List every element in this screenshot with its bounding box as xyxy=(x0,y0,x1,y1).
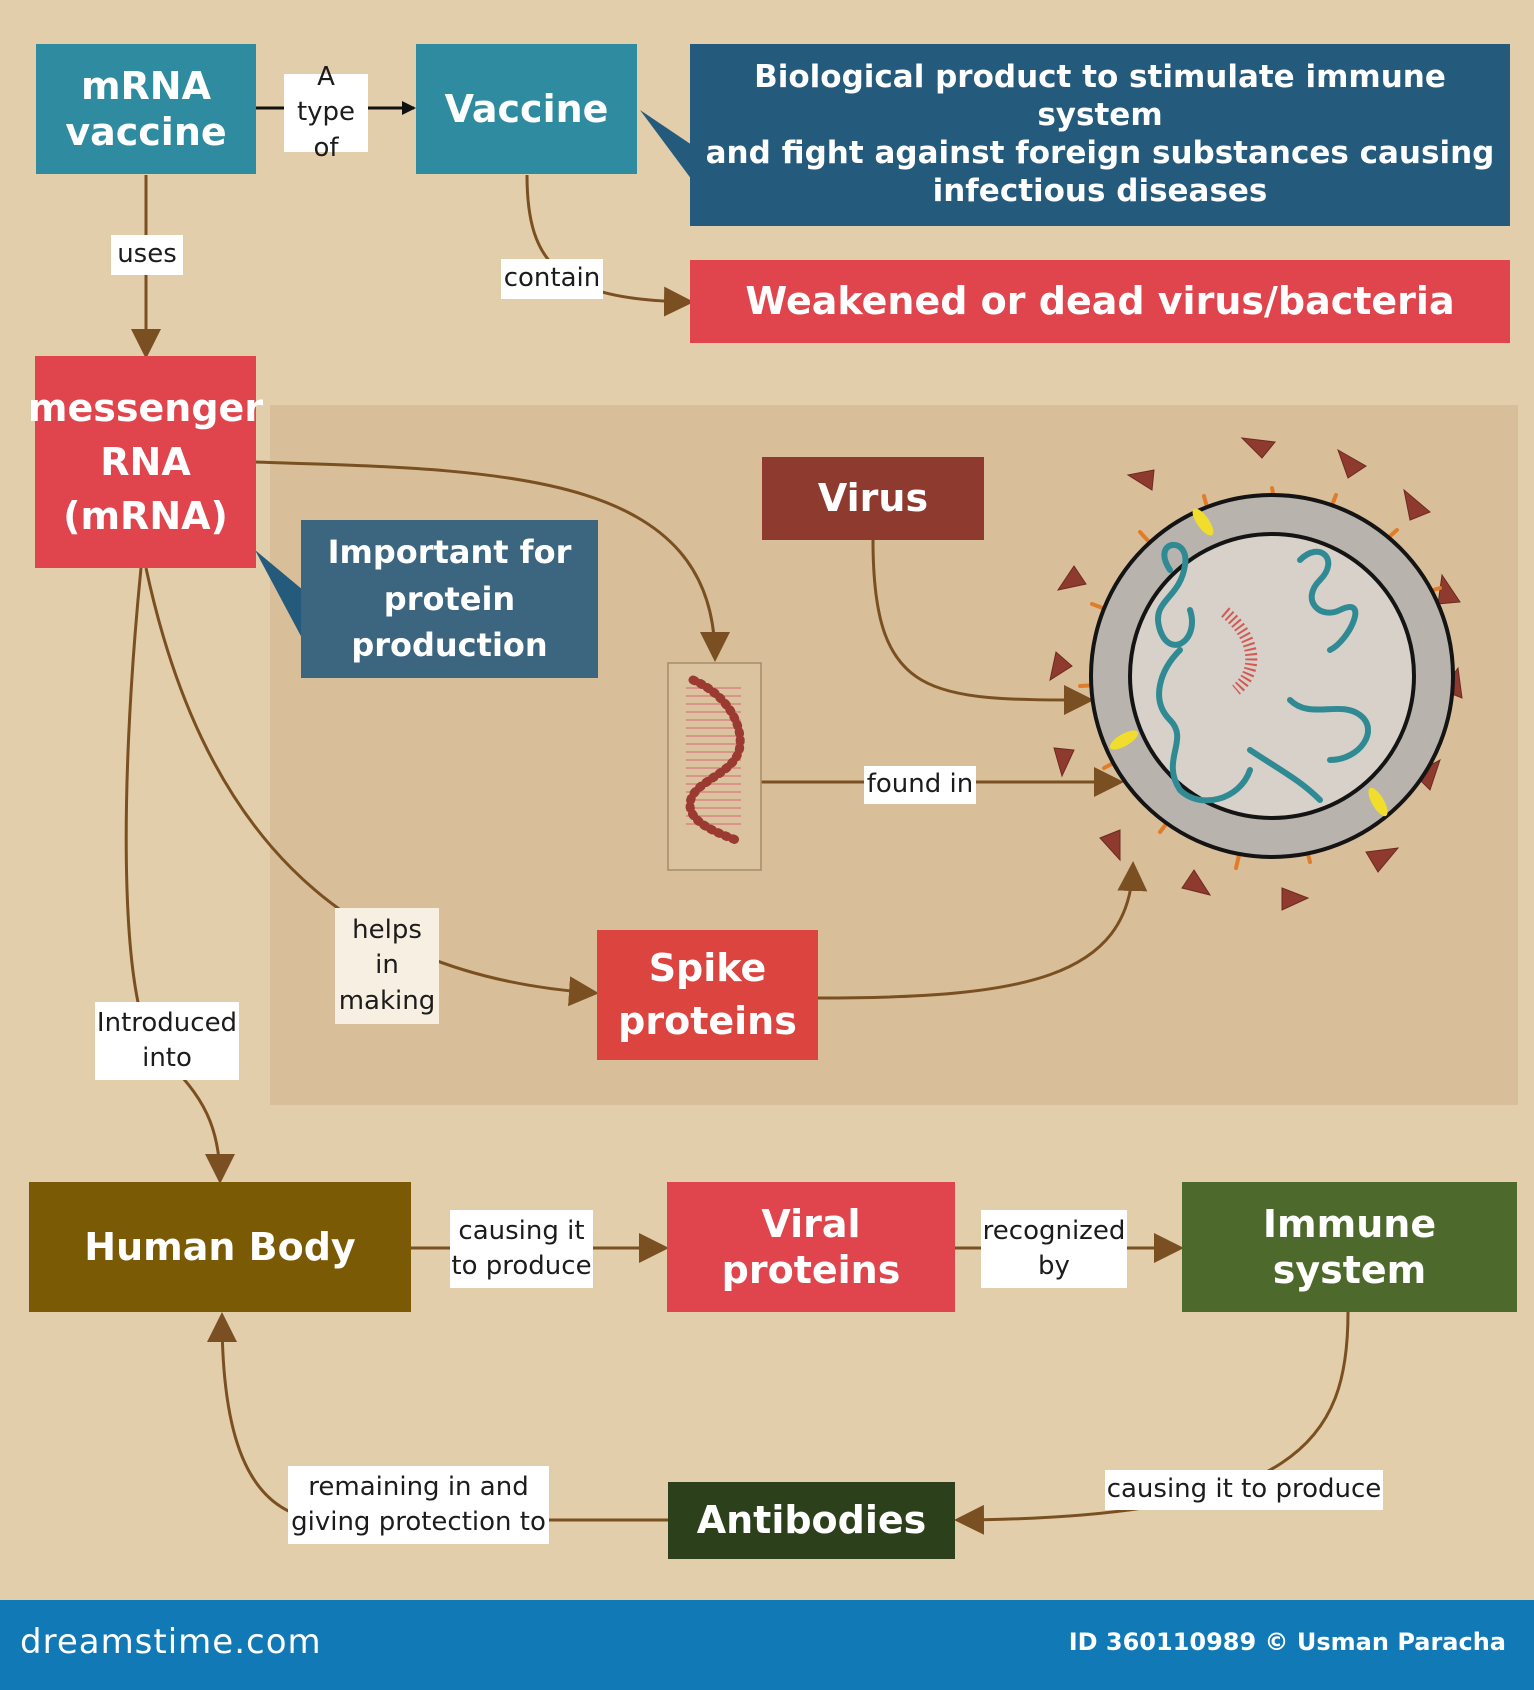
edge-label-uses: uses xyxy=(111,235,183,275)
footer-bar: dreamstime.com ID 360110989 © Usman Para… xyxy=(0,1600,1534,1690)
human-body-node: Human Body xyxy=(29,1182,411,1312)
antibodies-node: Antibodies xyxy=(668,1482,955,1559)
edge-label-giving-protection: remaining in and giving protection to xyxy=(288,1466,549,1544)
edge-label-causing-to-produce-1: causing it to produce xyxy=(450,1210,593,1288)
mrna-vaccine-node: mRNA vaccine xyxy=(36,44,256,174)
edge-label-helps-in-making: helps in making xyxy=(335,908,439,1024)
protein-production-callout: Important for protein production xyxy=(301,520,598,678)
immune-system-node: Immune system xyxy=(1182,1182,1517,1312)
footer-logo[interactable]: dreamstime.com xyxy=(20,1622,322,1662)
mrna-strand-icon xyxy=(667,662,762,871)
footer-credit: ID 360110989 © Usman Paracha xyxy=(1068,1628,1506,1656)
vaccine-node: Vaccine xyxy=(416,44,637,174)
edge-label-recognized-by: recognized by xyxy=(981,1210,1127,1288)
edge-label-introduced-into: Introduced into xyxy=(95,1002,239,1080)
edge-label-a-type-of: A type of xyxy=(284,62,368,163)
edge-spike-to-particle xyxy=(817,861,1148,1000)
edge-introduced-into xyxy=(124,567,235,1184)
weakened-virus-node: Weakened or dead virus/bacteria xyxy=(690,260,1510,343)
virus-node: Virus xyxy=(762,457,984,540)
edge-helps-in-making xyxy=(144,567,599,1007)
vaccine-definition-callout: Biological product to stimulate immune s… xyxy=(690,44,1510,226)
edge-label-contain: contain xyxy=(501,259,603,299)
mrna-callout-pointer xyxy=(255,550,303,640)
viral-proteins-node: Viral proteins xyxy=(667,1182,955,1312)
diagram-connectors xyxy=(124,101,1518,1535)
edge-label-causing-to-produce-2: causing it to produce xyxy=(1105,1470,1383,1510)
virus-particle-icon xyxy=(1049,437,1463,911)
messenger-rna-node: messenger RNA (mRNA) xyxy=(28,356,263,568)
edge-label-found-in: found in xyxy=(864,766,976,804)
spike-proteins-node: Spike proteins xyxy=(597,930,818,1060)
edge-causing-to-produce-2 xyxy=(954,1311,1350,1535)
vaccine-callout-pointer xyxy=(640,110,692,180)
edge-mrna-to-strand xyxy=(255,460,730,662)
edge-virus-to-particle xyxy=(871,539,1094,715)
